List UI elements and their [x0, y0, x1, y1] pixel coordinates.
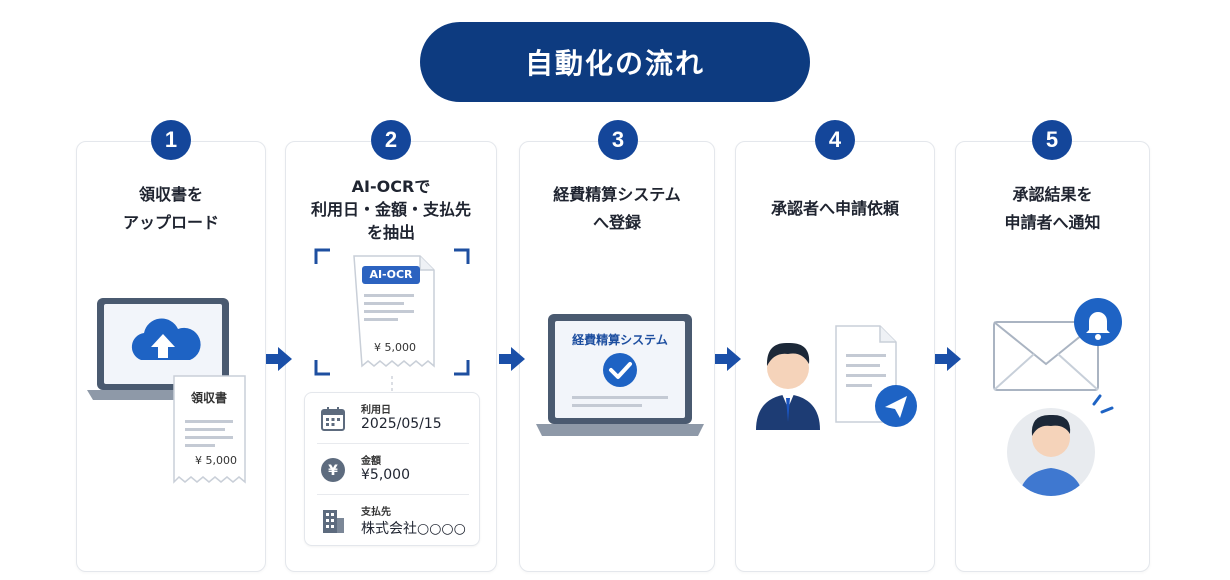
arrow-right-icon [266, 347, 292, 371]
step-number-5: 5 [1032, 120, 1072, 160]
step-1-title: 領収書を アップロード [122, 185, 219, 232]
flow-title: 自動化の流れ [420, 22, 810, 102]
arrow-right-icon [715, 347, 741, 371]
svg-text:¥: ¥ [328, 463, 338, 479]
extracted-fields: 利用日 2025/05/15 ¥ 金額 ¥5,000 支払先 株式会社○○○○ [304, 392, 480, 546]
receipt-title: 領収書 [191, 391, 228, 405]
receipt-amount: ¥ 5,000 [195, 454, 237, 467]
step-number-3: 3 [598, 120, 638, 160]
cloud-upload-laptop-icon [87, 298, 246, 484]
person-document-send-icon [756, 325, 917, 430]
calendar-icon [321, 407, 345, 431]
building-icon [323, 510, 344, 533]
step-card-3: 経費精算システム へ登録 経費精算システム [519, 141, 715, 572]
step-5-title: 承認結果を 申請者へ通知 [1004, 185, 1101, 232]
step-2-title: AI-OCRで 利用日・金額・支払先 を抽出 [310, 177, 471, 242]
step-4-title: 承認者へ申請依頼 [770, 199, 899, 218]
arrow-right-icon [935, 347, 961, 371]
step-number-1: 1 [151, 120, 191, 160]
step-3-title: 経費精算システム へ登録 [553, 185, 681, 232]
ocr-badge: AI-OCR [369, 268, 413, 281]
step-number-4: 4 [815, 120, 855, 160]
system-screen-title: 経費精算システム [572, 333, 668, 347]
arrow-right-icon [499, 347, 525, 371]
ocr-amount: ¥ 5,000 [374, 341, 416, 354]
mail-bell-person-icon [993, 298, 1122, 496]
step-card-5: 承認結果を 申請者へ通知 [955, 141, 1150, 572]
field-date: 利用日 2025/05/15 [305, 393, 479, 443]
field-amount: ¥ 金額 ¥5,000 [305, 444, 479, 494]
step-card-1: 領収書を アップロード 領収書 ¥ 5,000 [76, 141, 266, 572]
step-card-4: 承認者へ申請依頼 [735, 141, 935, 572]
step-number-2: 2 [371, 120, 411, 160]
ocr-scan-icon [314, 248, 470, 392]
yen-coin-icon: ¥ [321, 458, 345, 482]
laptop-check-icon [536, 314, 704, 436]
step-card-2: AI-OCRで 利用日・金額・支払先 を抽出 AI-OCR ¥ 5,000 [285, 141, 497, 572]
field-payee: 支払先 株式会社○○○○ [305, 495, 479, 545]
